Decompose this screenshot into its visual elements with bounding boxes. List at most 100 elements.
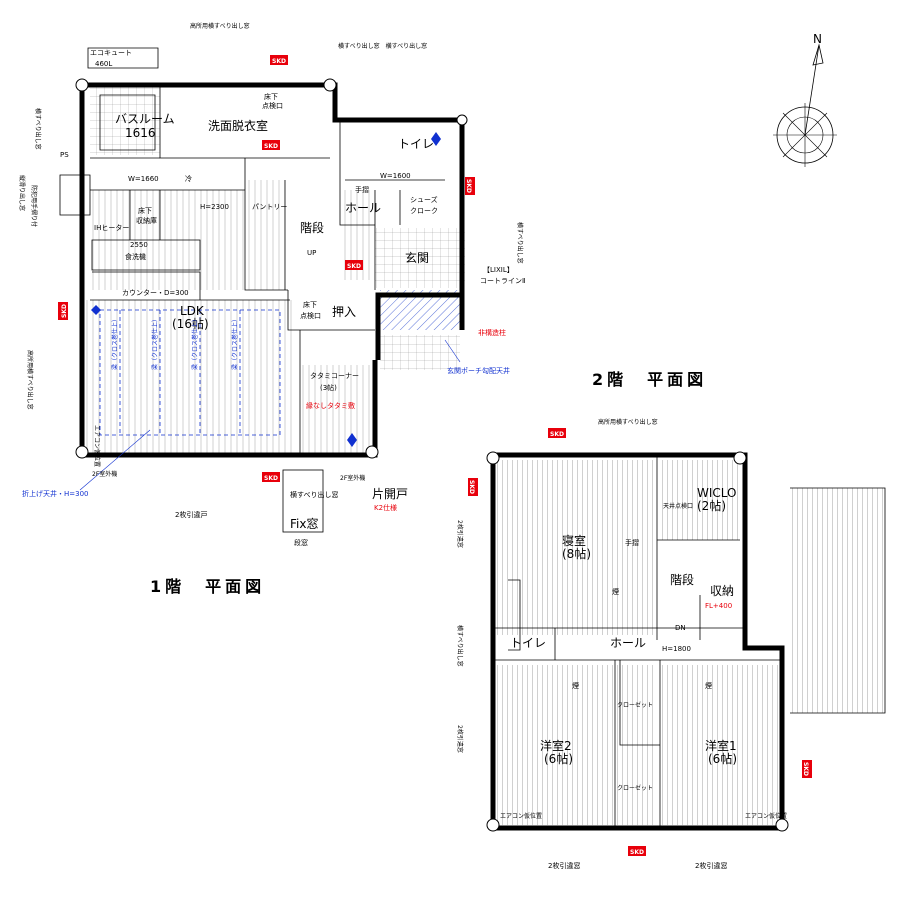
stairs-up-label: UP xyxy=(307,249,316,257)
handrail-label: 手摺 xyxy=(355,185,369,194)
skd-2f-2: SKD xyxy=(468,480,475,494)
skd-6: SKD xyxy=(264,475,278,482)
storage-label: 収納 xyxy=(710,584,734,598)
ldk-size: (16帖) xyxy=(172,316,209,331)
shoes-cloak-label-2: クローク xyxy=(410,207,438,215)
entrance-label: 玄関 xyxy=(405,250,429,265)
left-2f-window-1: 2枚引違窓 xyxy=(456,520,464,548)
pantry-label: パントリー xyxy=(252,203,287,211)
western1-label: 洋室1 xyxy=(705,738,737,753)
chimney-3: 煙 xyxy=(705,681,712,690)
dish-size: 2550 xyxy=(130,241,148,249)
skd-2f-3: SKD xyxy=(802,762,809,776)
left-2f-window-3: 2枚引違窓 xyxy=(456,725,464,753)
stairs-label: 階段 xyxy=(300,220,324,235)
counter-label: カウンター・D=300 xyxy=(122,288,189,297)
skd-tags-1f: SKD SKD SKD SKD SKD SKD xyxy=(58,55,475,482)
height-2300: H=2300 xyxy=(200,203,229,211)
closet-label: 押入 xyxy=(332,305,356,319)
skd-2f-4: SKD xyxy=(630,849,644,856)
ldk-label: LDK xyxy=(180,304,205,318)
ac-2f-label-2: エアコン仮位置 xyxy=(745,812,787,820)
storage-note: FL+400 xyxy=(705,602,732,610)
tatami-note: 縁なしタタミ敷 xyxy=(306,401,355,410)
skd-2: SKD xyxy=(264,143,278,150)
left-window-label-1: 横すべり出し窓 xyxy=(34,108,42,150)
fridge-label: 冷 xyxy=(185,174,192,183)
ac-outdoor-label-2: 2F室外機 xyxy=(340,474,365,482)
lixil-label: 【LIXIL】 xyxy=(483,266,514,274)
underfloor-storage-label: 床下 xyxy=(138,206,152,215)
floor2-plan: 2階 平面図 高所用横すべり出し窓 寝室 (8帖) WICLO (2帖) 天井点… xyxy=(456,370,886,870)
skd-2f-1: SKD xyxy=(550,431,564,438)
chimney-1: 煙 xyxy=(612,587,619,596)
underfloor-storage-label-2: 収納庫 xyxy=(136,216,157,225)
hall-2f-label: ホール xyxy=(610,636,646,650)
ac-outdoor-label: 2F室外機 xyxy=(92,470,117,478)
left-2f-window-2: 横すべり出し窓 xyxy=(456,625,464,667)
right-window-label: 横すべり出し窓 xyxy=(516,222,524,264)
beam-label-4: 梁（クロス巻仕上） xyxy=(231,316,239,370)
fix-window-label: Fix窓 xyxy=(290,516,318,531)
bathroom-size: 1616 xyxy=(125,126,156,140)
width-1600: W=1600 xyxy=(380,172,411,180)
ceiling-inspect-label: 天井点検口 xyxy=(663,502,693,510)
left-window-label-2: 縦滑り出し窓 xyxy=(18,175,26,211)
hall-label: ホール xyxy=(345,201,381,215)
inspection-hatch-b: 点検口 xyxy=(262,101,283,110)
washroom-label: 洗面脱衣室 xyxy=(208,118,268,133)
tatami-size: (3帖) xyxy=(320,383,337,392)
beam-label-3: 梁（クロス巻仕上） xyxy=(191,316,199,370)
ac-indoor-label: エアコン仮位置 xyxy=(93,425,101,467)
nonstructural-pillar-label: 非構造柱 xyxy=(478,328,506,337)
shoes-cloak-label: シューズ xyxy=(410,195,438,204)
handrail-2f-label: 手摺 xyxy=(625,538,639,547)
western2-label: 洋室2 xyxy=(540,738,572,753)
ps-label: PS xyxy=(60,151,69,159)
ecocute-label: エコキュート xyxy=(90,49,132,57)
sliding-2f-label-1: 2枚引違窓 xyxy=(548,861,580,870)
left-window-label-4: 高所用横すべり出し窓 xyxy=(26,350,34,410)
floor2-title: 2階 平面図 xyxy=(592,370,707,389)
beam-label-1: 梁（クロス巻仕上） xyxy=(111,316,119,370)
western2-size: (6帖) xyxy=(544,751,573,766)
inspection-hatch-c: 床下 xyxy=(303,300,317,309)
beam-label-2: 梁（クロス巻仕上） xyxy=(151,316,159,370)
floor1-plan: エコキュート 460L PS バスルーム 1616 洗面脱衣室 床下 点検口 ト… xyxy=(18,22,525,596)
skd-3: SKD xyxy=(465,179,472,193)
width-1660: W=1660 xyxy=(128,175,159,183)
ih-heater-label: IHヒーター xyxy=(94,223,129,232)
stairs-2f-label: 階段 xyxy=(670,572,694,587)
top-window-label-2: 横すべり出し窓 横すべり出し窓 xyxy=(338,42,427,50)
fix-top-label: 横すべり出し窓 xyxy=(290,490,339,499)
tatami-label: タタミコーナー xyxy=(310,371,359,380)
wiclo-size: (2帖) xyxy=(697,498,726,513)
toilet-2f-label: トイレ xyxy=(510,636,546,650)
sliding-door-label: 2枚引違戸 xyxy=(175,510,207,519)
toilet-label: トイレ xyxy=(398,137,434,151)
closet-2f-label-1: クローゼット xyxy=(617,701,653,709)
skd-4: SKD xyxy=(347,263,361,270)
floor2-top-window: 高所用横すべり出し窓 xyxy=(598,418,658,426)
lixil-model: コートラインⅡ xyxy=(480,277,525,285)
north-label: N xyxy=(813,32,822,46)
floor1-title: 1階 平面図 xyxy=(150,577,265,596)
bathroom-label: バスルーム xyxy=(115,112,175,126)
hall-height: H=1800 xyxy=(662,645,691,653)
skd-1: SKD xyxy=(272,58,286,65)
single-door-label: 片開戸 xyxy=(372,487,408,501)
porch-ceiling-label: 玄関ポーチ勾配天井 xyxy=(447,366,510,375)
skd-5: SKD xyxy=(61,304,68,318)
wiclo-label: WICLO xyxy=(697,486,737,500)
skd-tags-2f: SKD SKD SKD SKD xyxy=(468,428,812,856)
western1-size: (6帖) xyxy=(708,751,737,766)
bedroom-label: 寝室 xyxy=(562,533,586,548)
step-window-label: 段窓 xyxy=(294,538,308,547)
dn-label: DN xyxy=(675,624,686,632)
bedroom-size: (8帖) xyxy=(562,546,591,561)
sliding-2f-label-2: 2枚引違窓 xyxy=(695,861,727,870)
k2-label: K2仕様 xyxy=(374,503,397,512)
folded-ceiling-label: 折上げ天井・H=300 xyxy=(22,489,89,498)
ecocute-capacity: 460L xyxy=(95,60,112,68)
